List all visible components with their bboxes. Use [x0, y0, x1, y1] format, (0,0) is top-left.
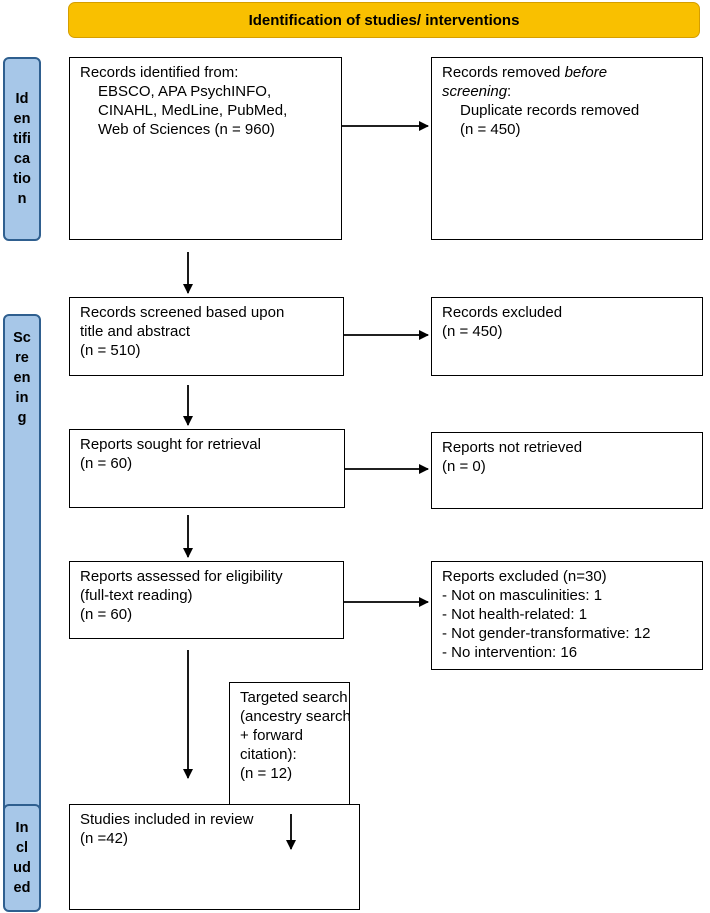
targeted-line: (n = 12)	[240, 765, 293, 782]
phase-identification: Id en tifi ca tio n	[3, 57, 41, 241]
included-line: Studies included in review	[80, 811, 254, 828]
reports-excluded-line: - No intervention: 16	[442, 644, 578, 661]
targeted-line: (ancestry search	[240, 708, 351, 725]
sought-line: (n = 60)	[80, 455, 133, 472]
assessed-line: (full-text reading)	[80, 587, 193, 604]
reports-not-retrieved-box: Reports not retrieved (n = 0)	[431, 432, 703, 509]
removed-count: (n = 450)	[460, 121, 521, 138]
screened-line: title and abstract	[80, 323, 191, 340]
excluded-line: (n = 450)	[442, 323, 503, 340]
records-identified-box: Records identified from: EBSCO, APA Psyc…	[69, 57, 342, 240]
records-excluded-box: Records excluded (n = 450)	[431, 297, 703, 376]
removed-line1: Records removed	[442, 64, 565, 81]
removed-screening: screening	[442, 83, 508, 100]
targeted-line: citation):	[240, 746, 297, 763]
studies-included-box: Studies included in review (n =42)	[69, 804, 360, 910]
reports-sought-box: Reports sought for retrieval (n = 60)	[69, 429, 345, 508]
screened-line: Records screened based upon	[80, 304, 285, 321]
screened-line: (n = 510)	[80, 342, 141, 359]
reports-excluded-line: - Not on masculinities: 1	[442, 587, 603, 604]
assessed-line: (n = 60)	[80, 606, 133, 623]
source-line: CINAHL, MedLine, PubMed,	[98, 102, 288, 119]
phase-screening-label: Sc re en in g	[13, 330, 31, 426]
targeted-line: Targeted search	[240, 689, 348, 706]
records-identified-title: Records identified from:	[80, 64, 239, 81]
not-retrieved-line: (n = 0)	[442, 458, 486, 475]
removed-before: before	[564, 64, 608, 81]
removed-colon: :	[507, 83, 512, 100]
source-line: EBSCO, APA PsychINFO,	[98, 83, 272, 100]
records-screened-box: Records screened based upon title and ab…	[69, 297, 344, 376]
phase-identification-label: Id en tifi ca tio n	[13, 91, 31, 207]
header-title: Identification of studies/ interventions	[248, 11, 520, 29]
sought-line: Reports sought for retrieval	[80, 436, 261, 453]
phase-included-label: In cl ud ed	[13, 820, 31, 896]
reports-assessed-box: Reports assessed for eligibility (full-t…	[69, 561, 344, 639]
not-retrieved-line: Reports not retrieved	[442, 439, 583, 456]
phase-included: In cl ud ed	[3, 804, 41, 912]
reports-excluded-line: Reports excluded (n=30)	[442, 568, 607, 585]
reports-excluded-line: - Not health-related: 1	[442, 606, 588, 623]
records-removed-box: Records removed before screening: Duplic…	[431, 57, 703, 240]
reports-excluded-box: Reports excluded (n=30) - Not on masculi…	[431, 561, 703, 670]
excluded-line: Records excluded	[442, 304, 563, 321]
reports-excluded-line: - Not gender-transformative: 12	[442, 625, 651, 642]
targeted-line: + forward	[240, 727, 303, 744]
assessed-line: Reports assessed for eligibility	[80, 568, 283, 585]
source-line: Web of Sciences (n = 960)	[98, 121, 275, 138]
included-line: (n =42)	[80, 830, 128, 847]
removed-detail: Duplicate records removed	[460, 102, 640, 119]
flow-header: Identification of studies/ interventions	[68, 2, 700, 38]
